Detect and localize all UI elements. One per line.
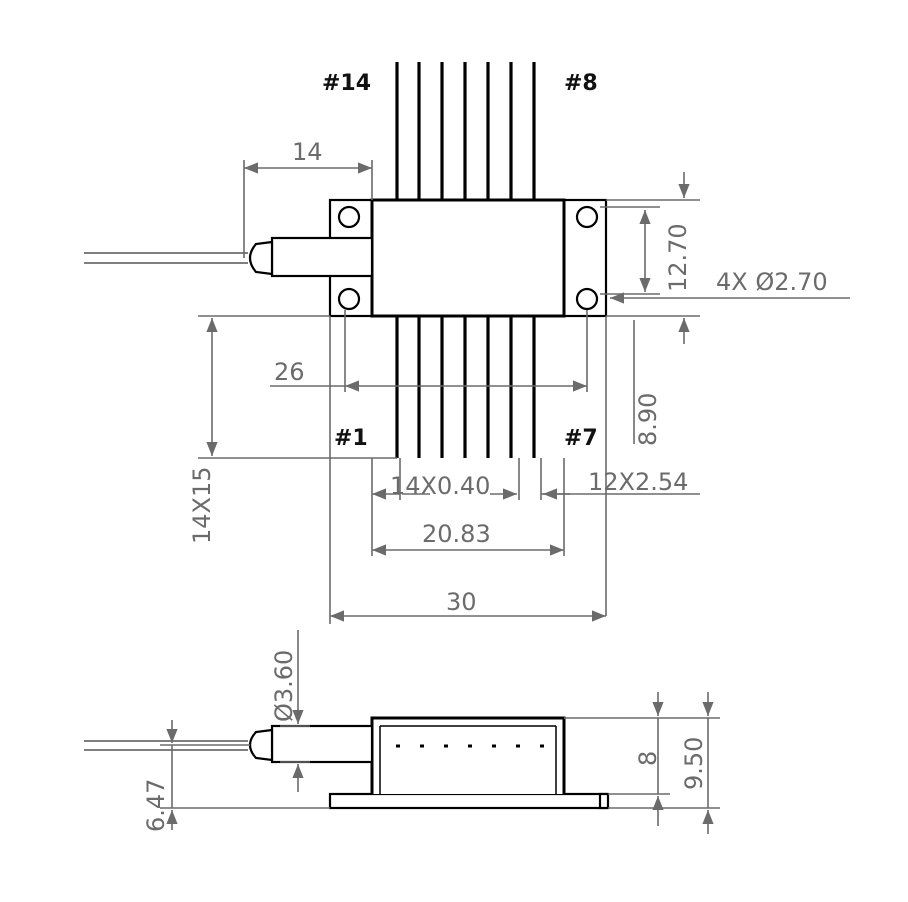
base-plate	[328, 792, 608, 810]
dim-body-height: 8	[564, 692, 670, 826]
dim-body-to-lead: 8.90	[605, 316, 662, 616]
dim-text-3-60: Ø3.60	[270, 650, 298, 722]
dim-flange-height	[606, 172, 700, 344]
dim-text-lead-width: 14X0.40	[390, 472, 490, 500]
dim-text-9-50: 9.50	[680, 737, 708, 790]
pin-label-14: #14	[322, 71, 371, 96]
dim-lead-span: 20.83	[372, 520, 564, 556]
dim-text-12-70: 12.70	[664, 223, 692, 292]
side-view: Ø3.60 6.47 8 9.50	[84, 630, 720, 834]
top-view: #14 #8 #1 #7 14 12.70 4X Ø2.70	[84, 62, 850, 624]
dim-text-14: 14	[292, 138, 323, 166]
lower-leads	[395, 316, 536, 458]
dim-hole-diameter: 4X Ø2.70	[610, 268, 850, 304]
dim-text-20-83: 20.83	[422, 520, 491, 548]
dim-text-hole-dia: 4X Ø2.70	[716, 268, 828, 296]
dim-lead-width-pitch: 14X0.40 12X2.54	[371, 458, 700, 556]
dim-text-14x15: 14X15	[188, 466, 216, 544]
dim-fiber-height: 6.47	[142, 720, 330, 832]
dim-fiber-diameter: Ø3.60	[270, 630, 310, 792]
upper-leads	[395, 62, 536, 200]
dim-hole-spacing-h: 26	[270, 310, 588, 392]
package-body	[370, 198, 566, 318]
pin-label-1: #1	[334, 426, 368, 451]
mounting-hole-bl	[337, 287, 361, 311]
dim-text-30: 30	[446, 588, 477, 616]
dim-text-6-47: 6.47	[142, 779, 170, 832]
pin-label-7: #7	[564, 426, 598, 451]
dim-overall-width: 30	[329, 316, 606, 624]
dim-hole-spacing-v: 12.70	[600, 206, 692, 295]
fiber-pigtail-side	[84, 724, 374, 764]
dim-overall-height: 9.50	[608, 692, 720, 834]
dim-text-8-90: 8.90	[634, 393, 662, 446]
dim-text-26: 26	[274, 358, 305, 386]
fiber-pigtail-top	[84, 236, 374, 278]
side-body	[370, 716, 566, 794]
dim-lead-length: 14X15	[188, 315, 397, 544]
dim-text-lead-pitch: 12X2.54	[588, 468, 688, 496]
dim-flange-to-hole: 14	[243, 138, 373, 258]
pin-label-8: #8	[564, 71, 598, 96]
dim-text-8: 8	[634, 751, 662, 766]
mounting-hole-tl	[337, 205, 361, 229]
mounting-hole-tr	[575, 205, 599, 229]
mounting-hole-br	[575, 287, 599, 311]
